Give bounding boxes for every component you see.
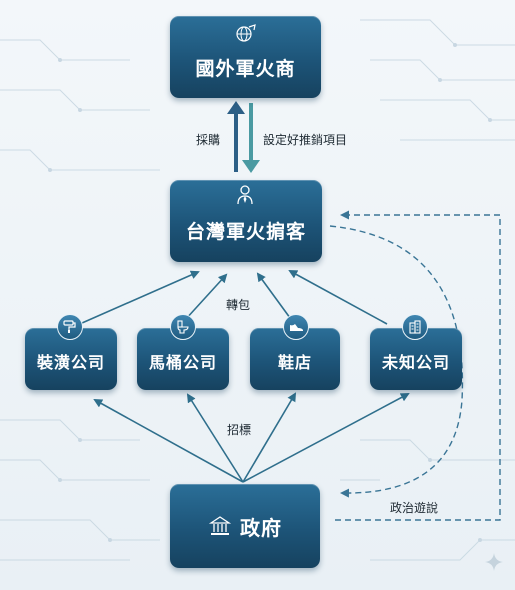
node-government: 政府 xyxy=(170,484,320,568)
arrow-lobbying-outer xyxy=(335,210,501,521)
node-taiwan-broker-label: 台灣軍火掮客 xyxy=(185,220,306,243)
arrow-unknown-to-broker xyxy=(288,270,388,325)
renovation-badge xyxy=(57,314,83,340)
node-shoe-store-label: 鞋店 xyxy=(277,353,312,372)
edge-label-subcontract: 轉包 xyxy=(226,298,251,312)
shoe-badge xyxy=(283,314,309,340)
arrow-set-items xyxy=(242,103,260,173)
arrow-renovation-to-broker xyxy=(81,270,200,324)
globe-gear-icon xyxy=(236,24,256,42)
node-unknown-label: 未知公司 xyxy=(381,353,450,372)
unknown-badge xyxy=(402,314,428,340)
arrow-lobbying-inner xyxy=(329,225,464,498)
arrow-gov-to-unknown xyxy=(242,393,410,483)
arrow-gov-to-renovation xyxy=(93,399,244,483)
paint-roller-icon xyxy=(63,320,76,333)
arrow-shoe-to-broker xyxy=(256,272,294,323)
government-building-icon xyxy=(208,516,232,535)
edge-label-purchase: 採購 xyxy=(196,133,221,147)
shoe-icon xyxy=(289,324,303,331)
arrow-toilet-to-broker xyxy=(184,273,228,321)
edge-label-set-items: 設定好推銷項目 xyxy=(263,133,348,147)
node-foreign-dealer-label: 國外軍火商 xyxy=(195,57,296,80)
node-foreign-dealer: 國外軍火商 xyxy=(170,16,321,98)
node-renovation-label: 裝潢公司 xyxy=(36,353,105,372)
node-toilet-label: 馬桶公司 xyxy=(148,353,217,372)
arrow-gov-to-shoe xyxy=(242,392,297,483)
edge-label-tender: 招標 xyxy=(227,423,252,437)
node-government-label: 政府 xyxy=(240,515,282,540)
toilet-icon xyxy=(177,320,189,334)
arrow-purchase xyxy=(227,101,245,172)
node-taiwan-broker: 台灣軍火掮客 xyxy=(170,180,322,262)
building-icon xyxy=(409,320,421,334)
arrow-gov-to-toilet xyxy=(186,393,244,483)
toilet-badge xyxy=(170,314,196,340)
sparkle-icon xyxy=(485,553,503,571)
edge-label-lobbying: 政治遊說 xyxy=(390,501,439,515)
businessman-icon xyxy=(237,185,253,205)
node-renovation: 裝潢公司 xyxy=(25,328,117,390)
